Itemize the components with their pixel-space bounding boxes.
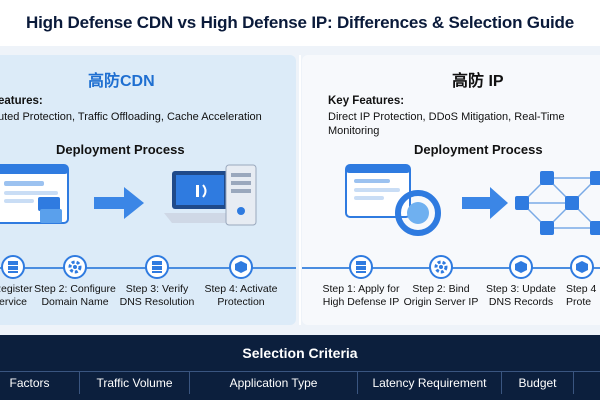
title-bar: High Defense CDN vs High Defense IP: Dif…	[0, 0, 600, 46]
ip-features-label: Key Features:	[328, 95, 405, 107]
selection-criteria-title: Selection Criteria	[242, 345, 358, 361]
criteria-col-traffic-volume: Traffic Volume	[80, 372, 190, 394]
ip-deployment-illustration	[345, 164, 600, 236]
ip-step-1: Step 1: Apply for High Defense IP	[318, 255, 404, 309]
cube-icon	[570, 255, 594, 279]
ip-step-4: Step 4 Prote	[560, 255, 600, 309]
server-icon	[225, 164, 257, 226]
criteria-col-latency-requirement: Latency Requirement	[358, 372, 502, 394]
cdn-features-text: uted Protection, Traffic Offloading, Cac…	[0, 111, 262, 123]
ip-step-1-label: Step 1: Apply for High Defense IP	[322, 283, 400, 308]
cdn-deployment-title: Deployment Process	[56, 142, 185, 157]
cdn-features-label: eatures:	[0, 95, 43, 107]
arrow-right-icon	[462, 187, 508, 219]
cube-icon	[509, 255, 533, 279]
criteria-table-header: Factors Traffic Volume Application Type …	[0, 371, 600, 394]
cdn-deployment-illustration	[0, 164, 257, 226]
page-title: High Defense CDN vs High Defense IP: Dif…	[26, 13, 574, 32]
criteria-col-budget: Budget	[502, 372, 574, 394]
gear-icon	[63, 255, 87, 279]
cdn-step-4: Step 4: Activate Protection	[198, 255, 284, 309]
criteria-col-extra	[574, 372, 600, 394]
ip-step-2-label: Step 2: Bind Origin Server IP	[403, 283, 479, 308]
cdn-step-2-label: Step 2: Configure Domain Name	[34, 283, 116, 308]
network-nodes-icon	[521, 177, 598, 229]
shield-icon	[395, 190, 441, 236]
ip-step-2: Step 2: Bind Origin Server IP	[398, 255, 484, 309]
ip-steps: Step 1: Apply for High Defense IP Step 2…	[302, 255, 600, 325]
server-icon	[349, 255, 373, 279]
cdn-step-3-label: Step 3: Verify DNS Resolution	[119, 283, 195, 308]
ip-step-4-label: Step 4 Prote	[566, 283, 597, 308]
ip-panel: 高防 IP Key Features: Direct IP Protection…	[302, 55, 600, 325]
cube-icon	[229, 255, 253, 279]
ip-features-text: Direct IP Protection, DDoS Mitigation, R…	[328, 111, 565, 137]
cdn-step-1: Register ervice	[0, 255, 56, 309]
selection-criteria: Selection Criteria Factors Traffic Volum…	[0, 335, 600, 400]
cdn-steps: Register ervice Step 2: Configure Domain…	[0, 255, 296, 325]
laptop-icon	[164, 171, 238, 223]
ip-deployment-title: Deployment Process	[414, 142, 543, 157]
cdn-panel: 高防CDN eatures: uted Protection, Traffic …	[0, 55, 296, 325]
cdn-step-1-label: Register ervice	[0, 283, 33, 308]
gear-icon	[429, 255, 453, 279]
server-icon	[1, 255, 25, 279]
panel-divider	[299, 55, 301, 325]
criteria-col-application-type: Application Type	[190, 372, 358, 394]
arrow-right-icon	[94, 187, 144, 219]
browser-window-icon	[345, 164, 411, 218]
criteria-col-factors: Factors	[0, 372, 80, 394]
ip-heading: 高防 IP	[452, 73, 504, 90]
browser-window-icon	[0, 164, 69, 224]
cdn-step-2: Step 2: Configure Domain Name	[32, 255, 118, 309]
ip-step-3: Step 3: Update DNS Records	[478, 255, 564, 309]
network-cubes	[515, 171, 600, 235]
ip-step-3-label: Step 3: Update DNS Records	[485, 283, 557, 308]
server-icon	[145, 255, 169, 279]
cdn-step-3: Step 3: Verify DNS Resolution	[114, 255, 200, 309]
cdn-step-4-label: Step 4: Activate Protection	[204, 283, 278, 308]
cdn-heading: 高防CDN	[88, 73, 155, 90]
